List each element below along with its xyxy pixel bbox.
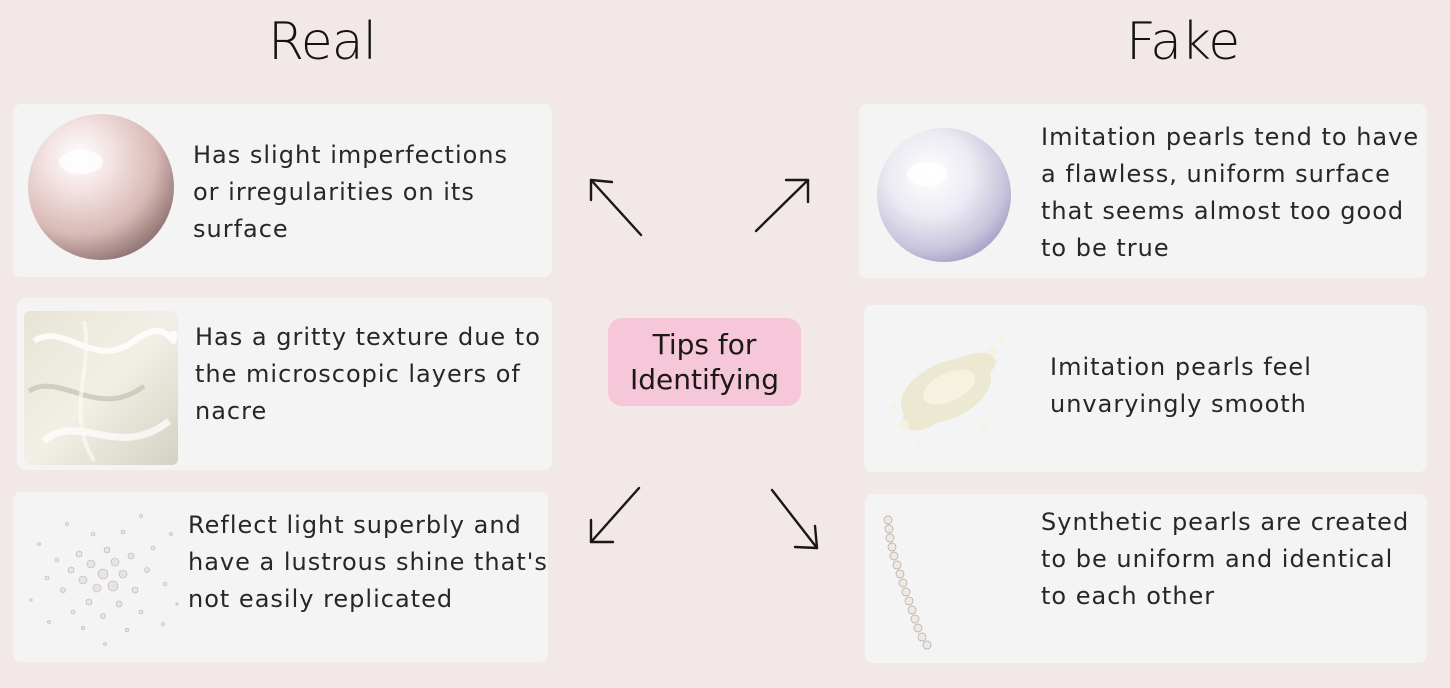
- arrow-up-left-icon: [589, 178, 643, 237]
- real-tip-2: Has a gritty texture due to the microsco…: [195, 323, 541, 425]
- powder-icon: [891, 336, 1005, 445]
- nacre-texture-icon: [24, 311, 178, 465]
- real-tip-1: Has slight imperfections or irregulariti…: [193, 141, 509, 243]
- tips-label: Tips for Identifying: [608, 318, 801, 406]
- real-card-surface: Has slight imperfections or irregulariti…: [13, 104, 552, 277]
- real-tip-3: Reflect light superbly and have a lustro…: [188, 511, 548, 613]
- real-card-texture: Has a gritty texture due to the microsco…: [17, 298, 552, 470]
- fake-card-uniform: Synthetic pearls are created to be unifo…: [865, 494, 1427, 663]
- fake-heading: Fake: [1126, 12, 1240, 72]
- fake-card-texture: Imitation pearls feel unvaryingly smooth: [864, 305, 1427, 472]
- smooth-pearl-icon: [877, 128, 1011, 262]
- arrow-down-left-icon: [589, 486, 641, 544]
- fake-tip-3: Synthetic pearls are created to be unifo…: [1041, 508, 1410, 610]
- fake-tip-2: Imitation pearls feel unvaryingly smooth: [1050, 353, 1312, 418]
- tips-line-1: Tips for: [652, 328, 757, 361]
- real-heading: Real: [268, 12, 377, 72]
- scattered-pearls-icon: [29, 514, 179, 646]
- tips-line-2: Identifying: [630, 363, 779, 396]
- arrow-down-right-icon: [770, 488, 819, 550]
- pearl-strand-icon: [883, 515, 932, 650]
- arrow-up-right-icon: [754, 178, 810, 233]
- fake-tip-1: Imitation pearls tend to have a flawless…: [1041, 123, 1420, 262]
- pearl-sphere-icon: [28, 114, 174, 260]
- real-card-luster: Reflect light superbly and have a lustro…: [13, 492, 548, 662]
- fake-card-surface: Imitation pearls tend to have a flawless…: [859, 104, 1427, 278]
